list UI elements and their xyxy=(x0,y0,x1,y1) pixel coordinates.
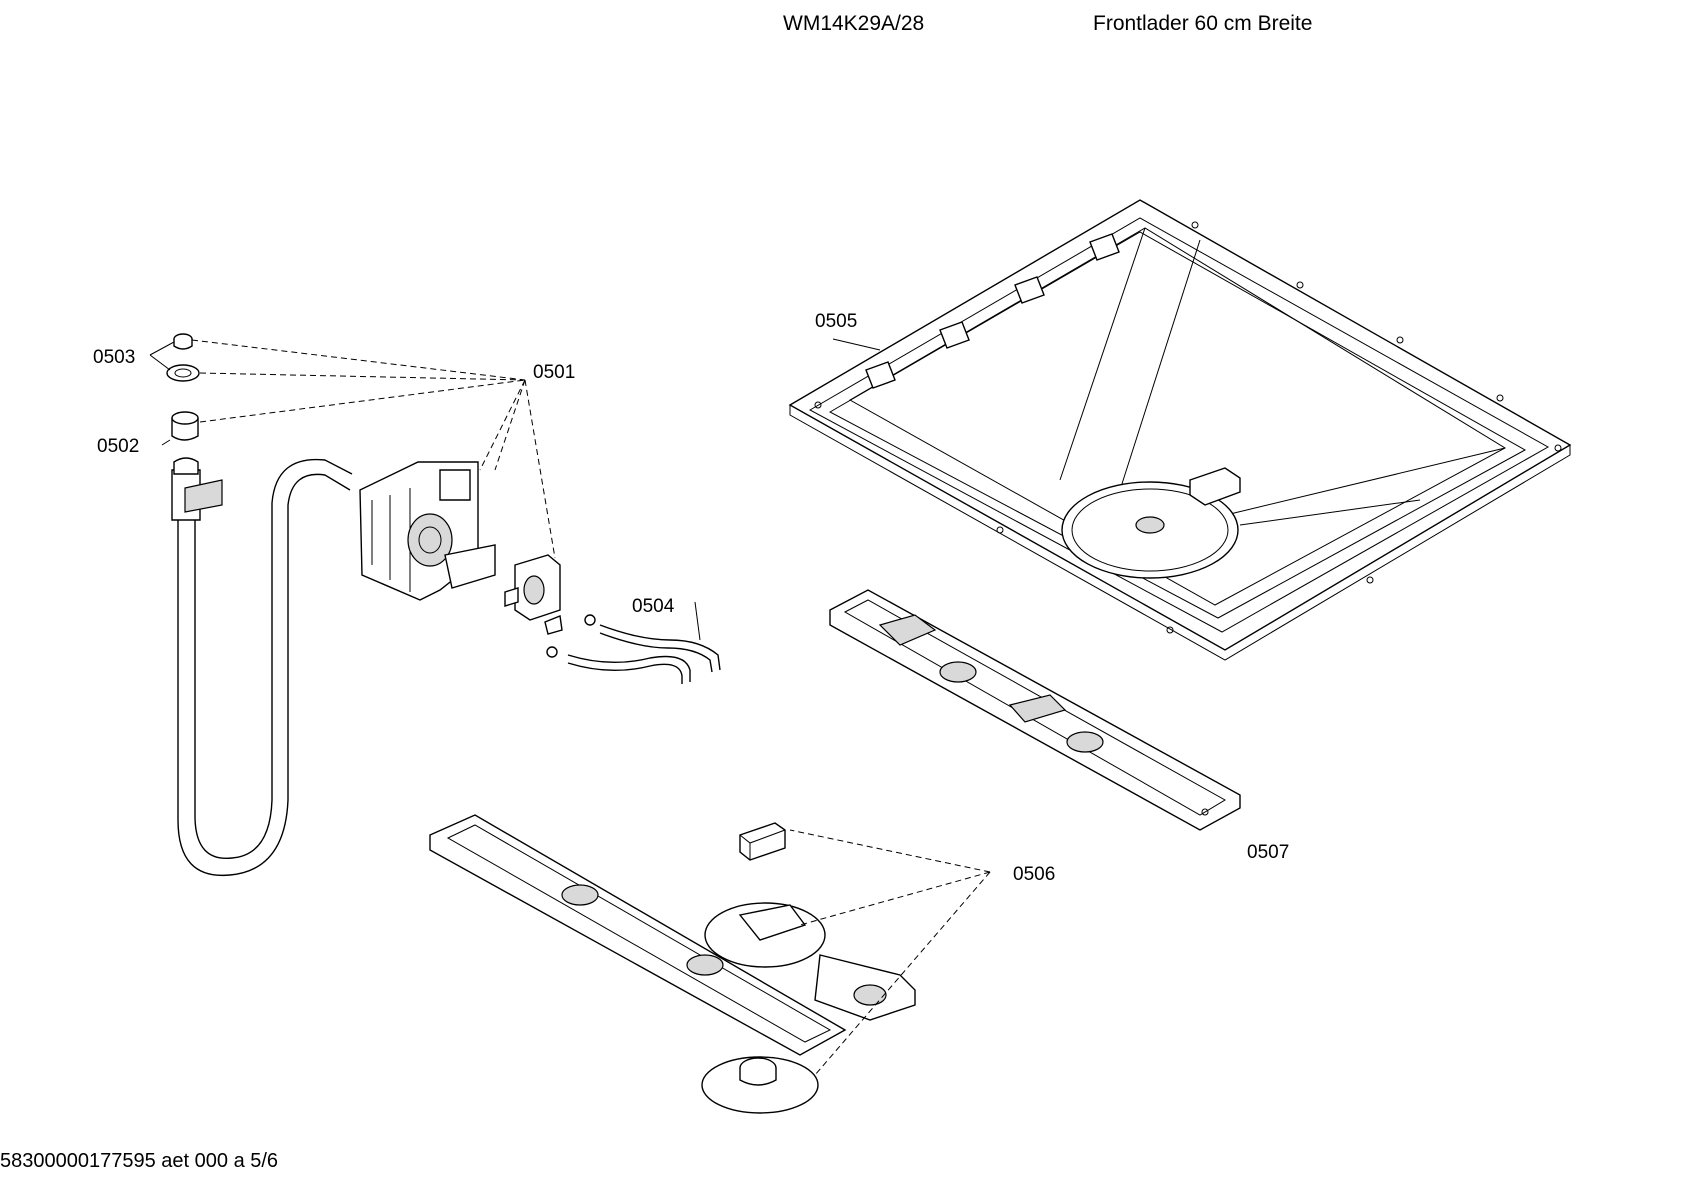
drawing-title: Frontlader 60 cm Breite xyxy=(1093,12,1313,35)
solenoid-valve[interactable] xyxy=(504,554,563,635)
inlet-hose[interactable] xyxy=(171,457,353,877)
foot-rail-left[interactable] xyxy=(429,814,916,1056)
callout-0501: 0501 xyxy=(533,362,575,383)
round-cover-disc[interactable] xyxy=(701,1056,819,1114)
model-number: WM14K29A/28 xyxy=(783,12,925,35)
cap-part[interactable] xyxy=(171,411,199,441)
clamp-part[interactable] xyxy=(584,614,596,626)
callout-0504: 0504 xyxy=(632,596,675,617)
dispenser-valve-block[interactable] xyxy=(359,461,496,601)
sensor-block[interactable] xyxy=(739,822,786,861)
foot-rail-right[interactable] xyxy=(829,589,1241,831)
clamp-part[interactable] xyxy=(546,646,558,658)
hose-set[interactable] xyxy=(567,624,721,684)
callout-0507: 0507 xyxy=(1247,842,1289,863)
callout-0505: 0505 xyxy=(815,311,857,332)
nut-part[interactable] xyxy=(173,333,193,350)
callout-0503: 0503 xyxy=(93,347,135,368)
leader-lines xyxy=(149,338,991,1076)
callout-0506: 0506 xyxy=(1013,864,1055,885)
document-id: 58300000177595 aet 000 a 5/6 xyxy=(0,1150,279,1172)
callout-0502: 0502 xyxy=(97,436,139,457)
washer-part[interactable] xyxy=(166,364,200,382)
base-frame[interactable] xyxy=(788,199,1572,661)
